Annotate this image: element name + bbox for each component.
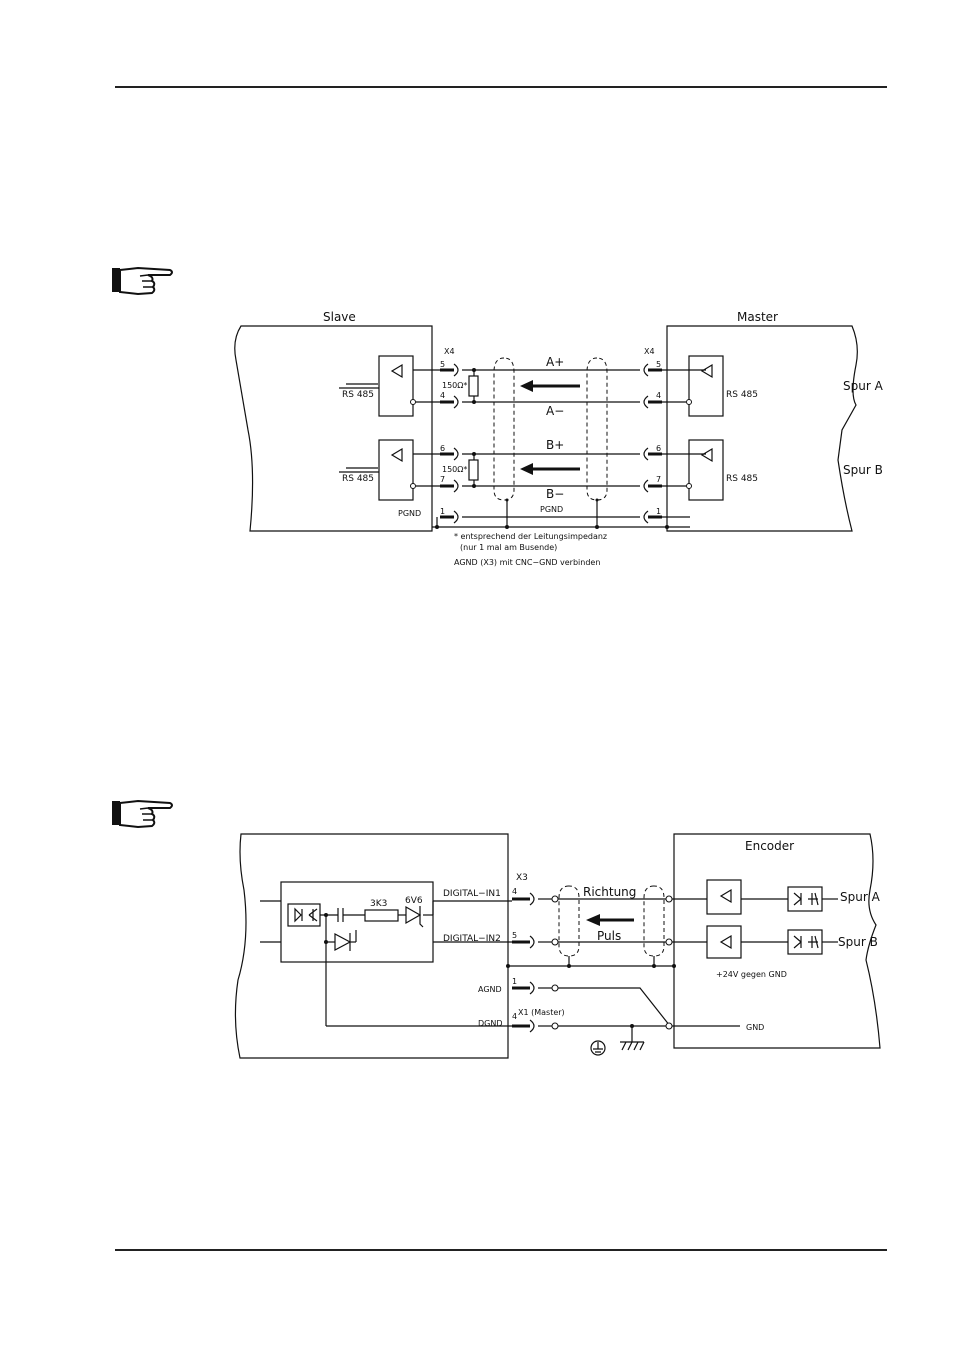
pin-label: 4 [656, 391, 661, 400]
pin-label: 6 [440, 444, 445, 453]
note-line-1: * entsprechend der Leitungsimpedanz [454, 532, 607, 541]
encoder-driver-a [706, 879, 742, 915]
note-line-3: AGND (X3) mit CNC−GND verbinden [454, 558, 600, 567]
spur-b-label: Spur B [843, 463, 883, 477]
rs485-slave-1: RS 485 [342, 390, 374, 400]
pointing-hand-icon [112, 799, 173, 829]
pin-label: 4 [512, 1012, 517, 1021]
pin-label: 5 [440, 360, 445, 369]
spur-a-label: Spur A [843, 379, 884, 393]
signal-b-minus: B− [546, 487, 564, 501]
pgnd-left-label: PGND [398, 509, 421, 518]
digital-in1-label: DIGITAL−IN1 [443, 889, 501, 899]
master-driver-2 [688, 439, 724, 501]
master-box [666, 325, 858, 532]
diode-icon [334, 933, 352, 951]
x1-master-label: X1 (Master) [518, 1008, 565, 1017]
gnd-label: GND [746, 1023, 764, 1032]
pin-label: 7 [656, 475, 661, 484]
drive-box [234, 833, 509, 1059]
encoder-driver-b [706, 925, 742, 959]
protective-earth-icon [590, 1040, 606, 1056]
master-label: Master [737, 310, 778, 324]
zener-diode-icon [405, 905, 424, 928]
signal-b-plus: B+ [546, 438, 564, 452]
master-driver-1 [688, 355, 724, 417]
pointing-hand-icon [112, 266, 173, 296]
optocoupler-icon [287, 903, 321, 927]
encoder-label: Encoder [745, 839, 794, 853]
dgnd-label: DGND [478, 1019, 503, 1028]
resistor-2-label: 150Ω* [442, 465, 467, 474]
pin-label: 5 [512, 931, 517, 940]
pin-label: 5 [656, 360, 661, 369]
spur-b-label: Spur B [838, 935, 878, 949]
slave-label: Slave [323, 310, 356, 324]
rs485-master-2: RS 485 [726, 474, 758, 484]
input-circuit-block [280, 881, 434, 963]
slave-receiver-1 [378, 355, 414, 417]
x4-left-label: X4 [444, 347, 455, 356]
pin-label: 1 [656, 507, 661, 516]
puls-label: Puls [597, 929, 621, 943]
pin-label: 7 [440, 475, 445, 484]
pin-label: 1 [512, 977, 517, 986]
pin-label: 4 [440, 391, 445, 400]
resistor-3k3 [364, 909, 399, 922]
supply-label: +24V gegen GND [716, 970, 787, 979]
pin-label: 1 [440, 507, 445, 516]
richtung-label: Richtung [583, 885, 636, 899]
rs485-master-1: RS 485 [726, 390, 758, 400]
signal-a-minus: A− [546, 404, 564, 418]
resistor-label: 3K3 [370, 899, 387, 909]
pin-label: 4 [512, 887, 517, 896]
footer-rule [115, 1249, 887, 1251]
zener-label: 6V6 [405, 896, 423, 906]
resistor-1-label: 150Ω* [442, 381, 467, 390]
agnd-line [558, 987, 671, 1027]
pin-label: 6 [656, 444, 661, 453]
x3-label: X3 [516, 873, 528, 883]
signal-a-plus: A+ [546, 355, 564, 369]
digital-in2-label: DIGITAL−IN2 [443, 934, 501, 944]
encoder-box [673, 833, 881, 1049]
slave-box [234, 325, 433, 532]
cable-shield-left [558, 885, 580, 957]
header-rule [115, 86, 887, 88]
slave-receiver-2 [378, 439, 414, 501]
x4-right-label: X4 [644, 347, 655, 356]
agnd-label: AGND [478, 985, 502, 994]
note-line-2: (nur 1 mal am Busende) [460, 543, 557, 552]
cable-shield-right [643, 885, 665, 957]
rs485-slave-2: RS 485 [342, 474, 374, 484]
pgnd-mid-label: PGND [540, 505, 563, 514]
spur-a-label: Spur A [840, 890, 881, 904]
